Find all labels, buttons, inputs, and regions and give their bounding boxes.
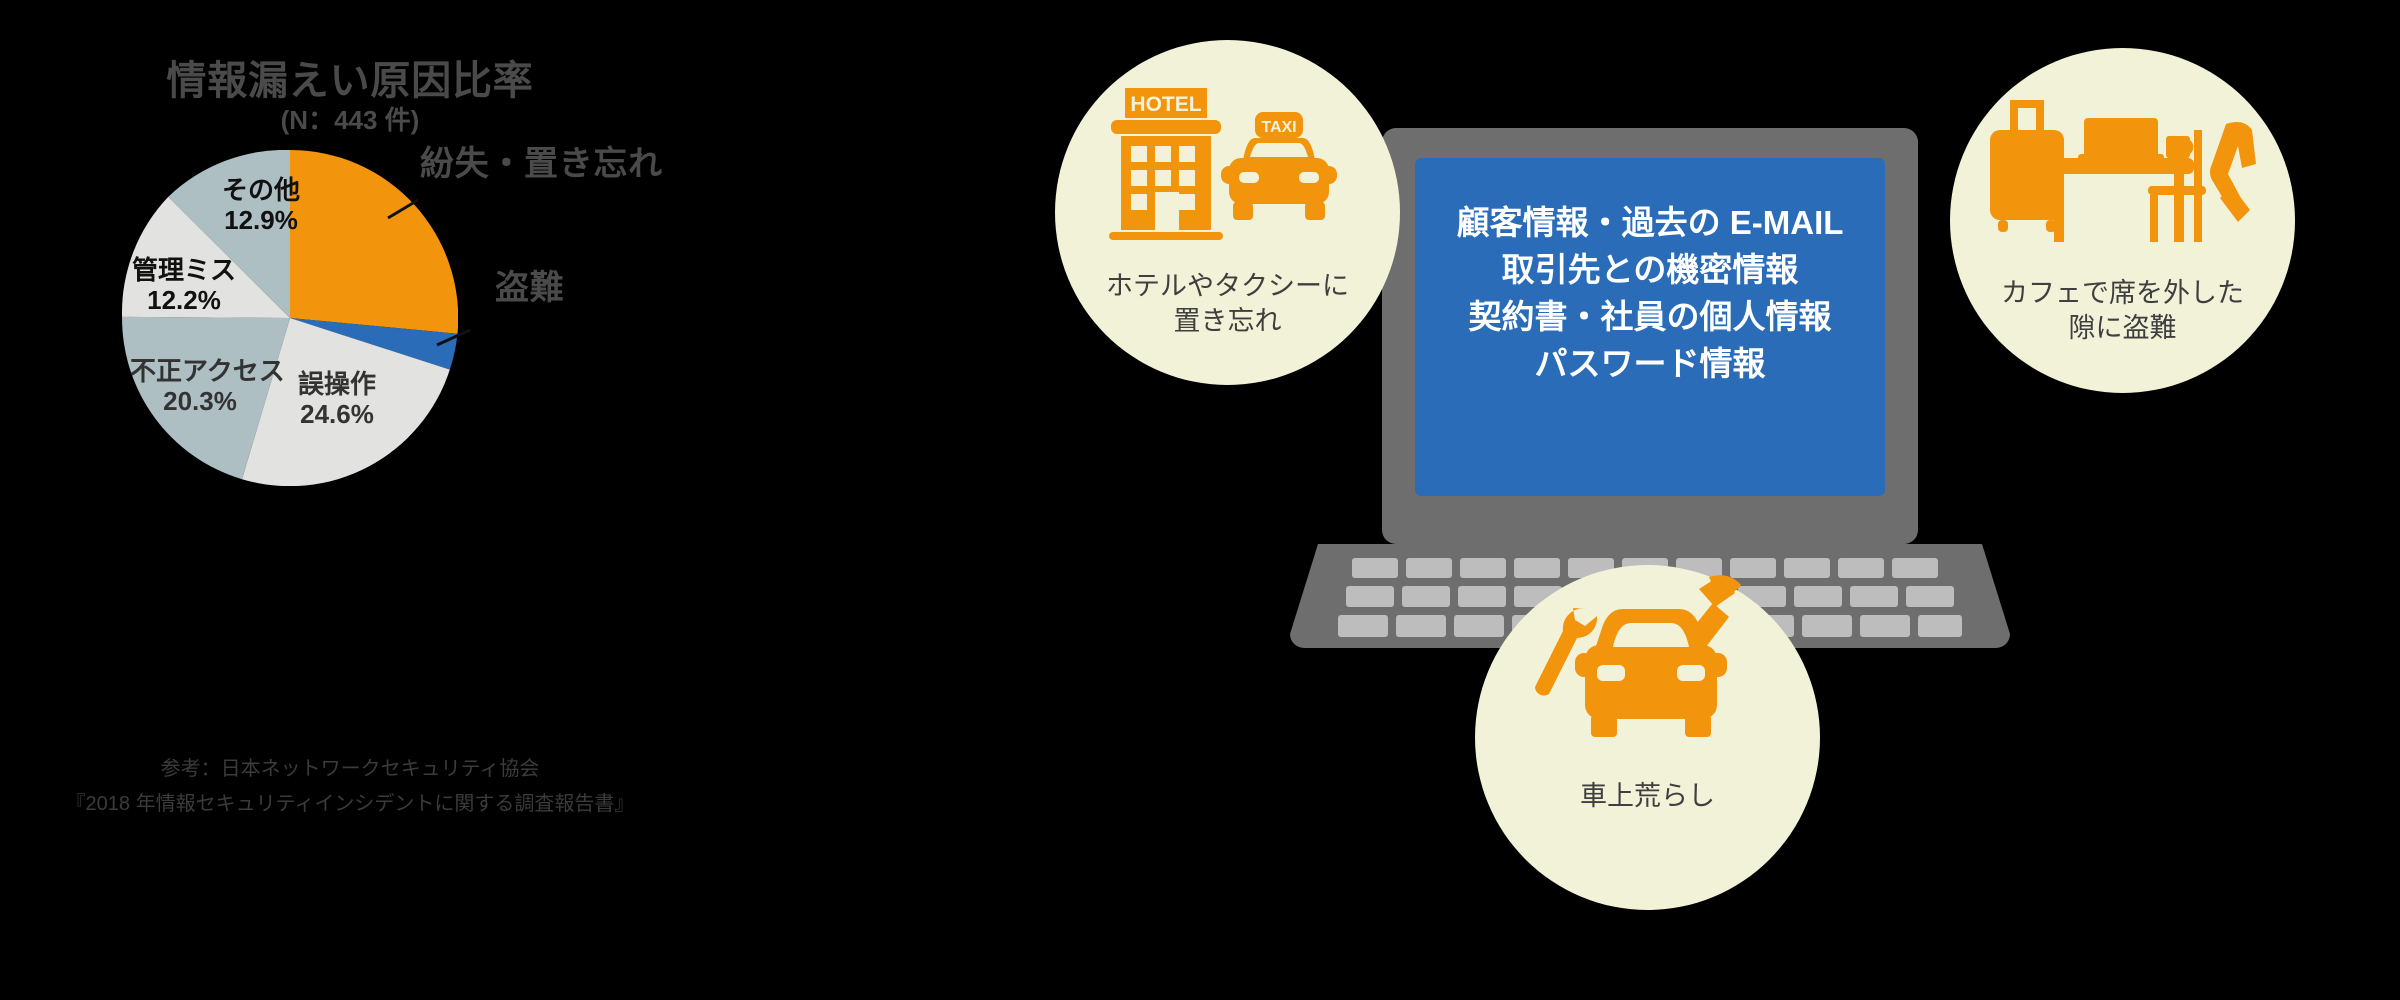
- leader-line-funshitsu: [387, 198, 419, 220]
- pie-slice-sonota: [168, 150, 290, 318]
- laptop-illustration: 顧客情報・過去の E-MAIL 取引先との機密情報 契約書・社員の個人情報 パス…: [1290, 128, 2010, 788]
- bubble-cafe-caption: カフェで席を外した 隙に盗難: [2001, 276, 2244, 346]
- laptop-screen-text: 顧客情報・過去の E-MAIL 取引先との機密情報 契約書・社員の個人情報 パス…: [1415, 200, 1885, 387]
- chart-title: 情報漏えい原因比率: [166, 59, 534, 103]
- bubble-hotel-caption-line-1: ホテルやタクシーに: [1106, 271, 1349, 301]
- bubble-cafe-caption-line-2: 隙に盗難: [2068, 313, 2177, 344]
- pie-slice-tounan: [290, 318, 458, 370]
- desk-laptop-icon: [2077, 118, 2164, 162]
- pie-label-gosousa: 誤操作 24.6%: [297, 369, 376, 429]
- wrench-icon: [1534, 608, 1597, 696]
- pie-label-kanrimisu: 管理ミス 12.2%: [131, 255, 236, 315]
- screen-text-line-2: 取引先との機密情報: [1501, 250, 1799, 288]
- taxi-icon: [1220, 112, 1337, 220]
- screen-text-line-4: パスワード情報: [1534, 344, 1766, 382]
- pie-slice-funshitsu: [290, 150, 458, 334]
- leader-line-tounan: [436, 328, 471, 347]
- laptop-screen: [1415, 158, 1885, 496]
- pie-label-tounan: 盗難: [495, 269, 565, 307]
- pie-slice-kanrimisu: [122, 196, 290, 318]
- hotel-sign-text: HOTEL: [1130, 93, 1201, 116]
- bubble-cafe-caption-line-1: カフェで席を外した: [2001, 278, 2244, 308]
- chart-subtitle: (N：443 件): [280, 105, 420, 135]
- laptop-scene: 顧客情報・過去の E-MAIL 取引先との機密情報 契約書・社員の個人情報 パス…: [1000, 0, 2400, 1000]
- bubble-hotel-caption: ホテルやタクシーに 置き忘れ: [1106, 269, 1349, 339]
- chair-icon: [2147, 130, 2206, 242]
- pie-label-sonota: その他 12.9%: [221, 175, 300, 235]
- screen-text-line-1: 顧客情報・過去の E-MAIL: [1456, 204, 1844, 241]
- pie-leader-lines: [387, 198, 471, 347]
- source-line-2: 『2018 年情報セキュリティインシデントに関する調査報告書』: [65, 793, 635, 815]
- desk-icon: [2043, 158, 2194, 242]
- pie-chart-graphic: [122, 150, 458, 486]
- coffee-cup-icon: [2165, 136, 2193, 158]
- screen-text-line-3: 契約書・社員の個人情報: [1468, 297, 1832, 335]
- pie-slice-fuseiaccess: [122, 316, 291, 480]
- pie-chart-panel: 情報漏えい原因比率 (N：443 件) その他 12: [0, 0, 1000, 1000]
- bubble-car-break-in: 車上荒らし: [1475, 565, 1820, 910]
- bubble-hotel-taxi: HOTEL TAXI ホテル: [1055, 40, 1400, 385]
- pie-slice-gosousa: [242, 318, 450, 486]
- pie-label-funshitsu-okiwasure: 紛失・置き忘れ: [420, 145, 663, 183]
- cafe-theft-icon: [1989, 100, 2256, 242]
- chart-source-note: 参考：日本ネットワークセキュリティ協会 『2018 年情報セキュリティインシデン…: [0, 752, 700, 822]
- taxi-sign-text: TAXI: [1261, 119, 1296, 136]
- bubble-hotel-caption-line-2: 置き忘れ: [1173, 306, 1282, 337]
- car-break-in-icon: [1534, 575, 1741, 737]
- bubble-car-caption: 車上荒らし: [1580, 779, 1715, 814]
- hotel-taxi-icon: HOTEL TAXI: [1108, 88, 1337, 240]
- pie-label-fuseiaccess: 不正アクセス 20.3%: [130, 356, 285, 416]
- source-line-1: 参考：日本ネットワークセキュリティ協会: [160, 758, 540, 780]
- bubble-cafe-theft: カフェで席を外した 隙に盗難: [1950, 48, 2295, 393]
- person-walking-icon: [2209, 122, 2256, 222]
- bubble-car-caption-line-1: 車上荒らし: [1580, 781, 1715, 811]
- suitcase-icon: [1989, 100, 2064, 232]
